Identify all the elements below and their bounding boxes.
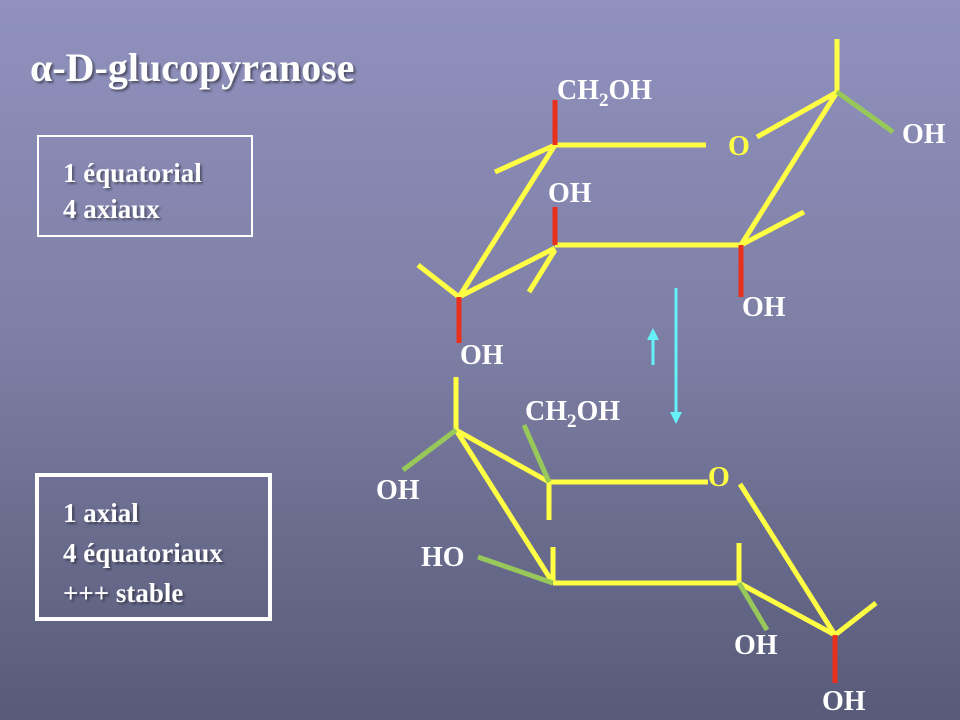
top-chair: O CH2OH OH OH OH OH — [416, 39, 946, 371]
oh-label: OH — [460, 340, 504, 371]
summary-line: 1 équatorial — [63, 158, 202, 188]
equatorial-h-bond — [739, 209, 806, 248]
equilibrium-arrows — [647, 288, 682, 424]
equatorial-bond — [477, 554, 554, 586]
bond — [738, 90, 840, 247]
summary-line: 4 axiaux — [63, 194, 160, 224]
oh-label: OH — [902, 119, 946, 150]
bond — [456, 143, 558, 299]
equatorial-bond — [736, 581, 770, 632]
equatorial-h-bond — [526, 248, 558, 294]
bond — [454, 427, 551, 485]
ho-label: HO — [421, 542, 465, 573]
top-conformer-summary-box: 1 équatorial 4 axiaux — [37, 135, 253, 237]
bottom-conformer-summary-box: 1 axial 4 équatoriaux +++ stable — [35, 473, 272, 621]
ch2oh-label: CH2OH — [557, 75, 652, 111]
bond — [755, 89, 839, 140]
oh-label: OH — [822, 686, 866, 717]
equatorial-h-bond — [493, 142, 557, 175]
equatorial-h-bond — [416, 263, 461, 299]
equatorial-bond — [835, 89, 895, 135]
ch2oh-label: CH2OH — [525, 396, 620, 432]
equatorial-h-bond — [833, 601, 878, 637]
equatorial-bond — [521, 423, 552, 484]
bond — [453, 428, 556, 585]
slide-title: α-D-glucopyranose — [30, 45, 355, 90]
summary-line: 1 axial — [63, 498, 139, 528]
oh-label: OH — [548, 178, 592, 209]
oh-label: OH — [734, 630, 778, 661]
bond — [457, 245, 557, 300]
ring-oxygen-label: O — [708, 462, 730, 493]
arrow-up-head-icon — [647, 328, 659, 340]
ring-oxygen-label: O — [728, 131, 750, 162]
oh-label: OH — [742, 292, 786, 323]
bottom-chair: O CH2OH OH HO OH OH — [376, 377, 878, 717]
oh-label: OH — [376, 475, 420, 506]
bond — [737, 580, 837, 638]
equatorial-bond — [401, 428, 458, 472]
bond — [737, 482, 838, 637]
arrow-down-head-icon — [670, 412, 682, 424]
summary-line: +++ stable — [63, 578, 184, 608]
summary-line: 4 équatoriaux — [63, 538, 223, 568]
